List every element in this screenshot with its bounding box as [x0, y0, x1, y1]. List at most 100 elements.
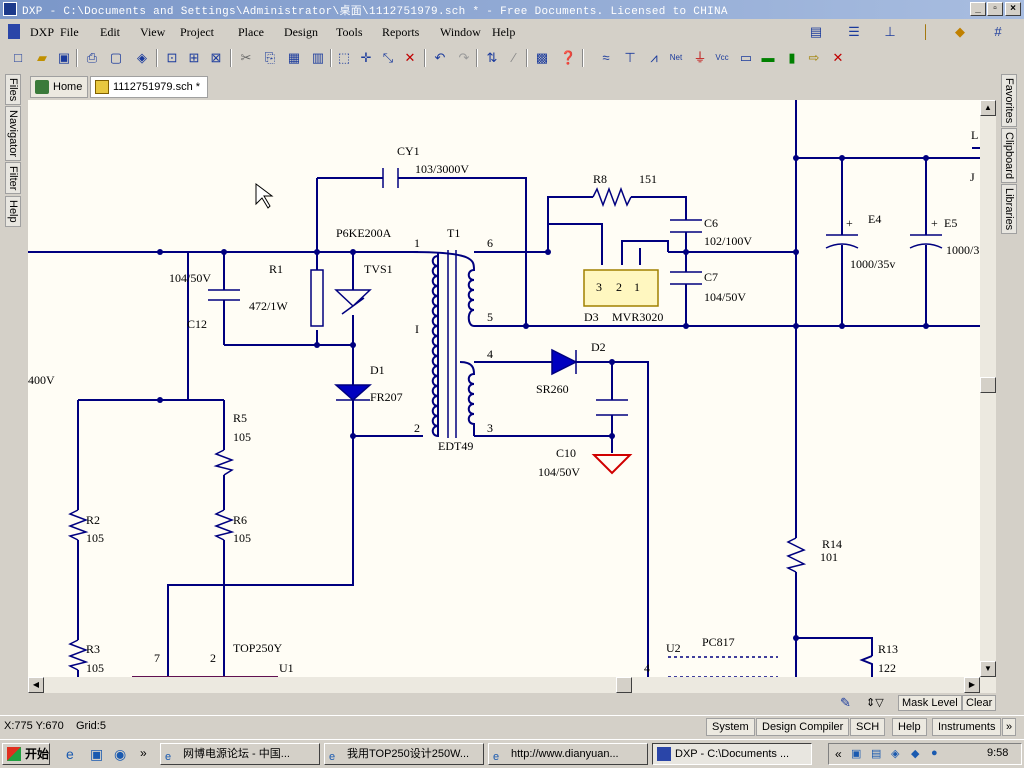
part-icon[interactable]: ▭ [739, 50, 753, 65]
wire-icon[interactable]: ≈ [602, 50, 610, 65]
media-quicklaunch-icon[interactable]: ◉ [114, 746, 127, 762]
port-icon[interactable]: ⇨ [808, 50, 820, 65]
quicklaunch-more-icon[interactable]: » [140, 746, 147, 760]
filter-icon[interactable]: ⇕▽ [866, 697, 884, 709]
paste-icon[interactable]: ▦ [287, 50, 301, 65]
open-folder-icon[interactable]: ▰ [37, 50, 47, 65]
tray-app-icon[interactable]: ▣ [851, 748, 862, 760]
menu-window[interactable]: Window [440, 25, 481, 39]
vertical-scrollbar[interactable]: ▲ ▼ [980, 100, 996, 677]
tray-security-icon[interactable]: ◆ [911, 748, 920, 760]
print-icon[interactable]: ⎙ [86, 50, 98, 65]
clear-button[interactable]: Clear [962, 695, 997, 711]
browse-icon[interactable]: ⁄ [512, 50, 516, 65]
scroll-left-button[interactable]: ◀ [28, 677, 44, 693]
menu-place[interactable]: Place [238, 25, 264, 39]
clipboard-panel-tab[interactable]: Clipboard [1001, 128, 1017, 184]
marker-tool-icon[interactable]: │ [921, 24, 931, 39]
move-icon[interactable]: ✛ [360, 50, 372, 65]
design-compiler-panel-button[interactable]: Design Compiler [756, 718, 850, 736]
tray-network-icon[interactable]: ▤ [871, 748, 882, 760]
minimize-button[interactable]: _ [970, 2, 986, 16]
clear-selection-icon[interactable]: ✕ [404, 50, 416, 65]
horizontal-scrollbar[interactable]: ◀ ▶ [28, 677, 996, 693]
sheet-entry-icon[interactable]: ▮ [788, 50, 796, 65]
help-panel-button[interactable]: Help [892, 718, 927, 736]
navigator-panel-tab[interactable]: Navigator [5, 106, 21, 162]
task-dianyuan-window[interactable]: e http://www.dianyuan... [488, 743, 648, 765]
library-icon[interactable]: ▩ [535, 50, 549, 65]
rubber-stamp-icon[interactable]: ▥ [311, 50, 325, 65]
filter-panel-tab[interactable]: Filter [5, 162, 21, 195]
task-forum-window[interactable]: e 网博电源论坛 - 中国... [160, 743, 320, 765]
r8-value: 151 [639, 172, 657, 186]
menu-dxp[interactable]: DXP [30, 25, 55, 39]
redo-icon[interactable]: ↷ [458, 50, 470, 65]
menu-tools[interactable]: Tools [336, 25, 363, 39]
grid-tool-icon[interactable]: # [994, 24, 1002, 39]
task-top250-window[interactable]: e 我用TOP250设计250W... [324, 743, 484, 765]
print-preview-icon[interactable]: ▢ [109, 50, 123, 65]
sch-panel-button[interactable]: SCH [850, 718, 886, 736]
schematic-canvas[interactable]: CY1 103/3000V R8 151 P6KE200A T1 1 6 5 4… [28, 100, 980, 677]
menu-reports[interactable]: Reports [382, 25, 420, 39]
zoom-area-icon[interactable]: ⊞ [188, 50, 200, 65]
tray-expand-icon[interactable]: « [835, 747, 842, 761]
menu-file[interactable]: File [60, 25, 79, 39]
save-icon[interactable]: ▣ [57, 50, 71, 65]
explorer-quicklaunch-icon[interactable]: ▣ [90, 746, 104, 762]
c7-label: C7 [704, 270, 719, 284]
deselect-icon[interactable]: ⤡ [382, 50, 394, 65]
pen-icon[interactable]: ✎ [840, 695, 851, 710]
sheet-symbol-icon[interactable]: ▬ [761, 50, 775, 65]
pin4-label: 4 [487, 347, 493, 361]
select-area-icon[interactable]: ⬚ [337, 50, 351, 65]
hierarchy-icon[interactable]: ⇅ [486, 50, 498, 65]
scroll-down-button[interactable]: ▼ [980, 661, 996, 677]
task-dxp-window[interactable]: DXP - C:\Documents ... [652, 743, 812, 765]
gnd-port-icon[interactable]: ⏚ [693, 50, 707, 65]
copy-icon[interactable]: ⎘ [264, 50, 276, 65]
tray-volume-icon[interactable]: ◈ [891, 748, 900, 760]
maximize-button[interactable]: ▫ [987, 2, 1003, 16]
horizontal-scroll-thumb[interactable] [616, 677, 632, 693]
chart-tool-icon[interactable]: ▤ [809, 24, 823, 39]
shape-tool-icon[interactable]: ◆ [955, 24, 965, 39]
system-panel-button[interactable]: System [706, 718, 755, 736]
instruments-panel-button[interactable]: Instruments [932, 718, 1002, 736]
power-tool-icon[interactable]: ⊥ [884, 24, 896, 39]
tab-home[interactable]: Home [30, 76, 88, 98]
mask-level-button[interactable]: Mask Level [898, 695, 962, 711]
scroll-right-button[interactable]: ▶ [964, 677, 980, 693]
align-tool-icon[interactable]: ☰ [848, 24, 860, 39]
cut-icon[interactable]: ✂ [240, 50, 252, 65]
menu-view[interactable]: View [140, 25, 166, 39]
zoom-fit-icon[interactable]: ⊡ [166, 50, 178, 65]
libraries-panel-tab[interactable]: Libraries [1001, 184, 1017, 235]
zoom-select-icon[interactable]: ⊠ [210, 50, 222, 65]
undo-icon[interactable]: ↶ [434, 50, 446, 65]
layers-icon[interactable]: ◈ [137, 50, 147, 65]
vcc-port-icon[interactable]: Vcc [715, 53, 729, 62]
files-panel-tab[interactable]: Files [5, 74, 21, 106]
menu-design[interactable]: Design [284, 25, 318, 39]
tray-update-icon[interactable]: ● [931, 747, 938, 759]
start-button[interactable]: 开始 [2, 743, 50, 765]
net-label-icon[interactable]: Net [669, 53, 683, 62]
help-panel-tab[interactable]: Help [5, 196, 21, 227]
menu-edit[interactable]: Edit [100, 25, 120, 39]
bus-entry-icon[interactable]: ⩘ [650, 50, 658, 65]
menu-project[interactable]: Project [180, 25, 214, 39]
vertical-scroll-thumb[interactable] [980, 377, 996, 393]
favorites-panel-tab[interactable]: Favorites [1001, 74, 1017, 128]
close-button[interactable]: × [1005, 2, 1021, 16]
ie-quicklaunch-icon[interactable]: e [66, 746, 74, 762]
scroll-up-button[interactable]: ▲ [980, 100, 996, 116]
new-file-icon[interactable]: □ [14, 50, 22, 65]
bus-icon[interactable]: ⊤ [624, 50, 636, 65]
help-advisor-icon[interactable]: ❓ [560, 50, 577, 65]
no-erc-icon[interactable]: ✕ [832, 50, 844, 65]
menu-help[interactable]: Help [492, 25, 516, 39]
more-panels-button[interactable]: » [1002, 718, 1017, 736]
tab-schematic[interactable]: 1112751979.sch * [90, 76, 208, 98]
